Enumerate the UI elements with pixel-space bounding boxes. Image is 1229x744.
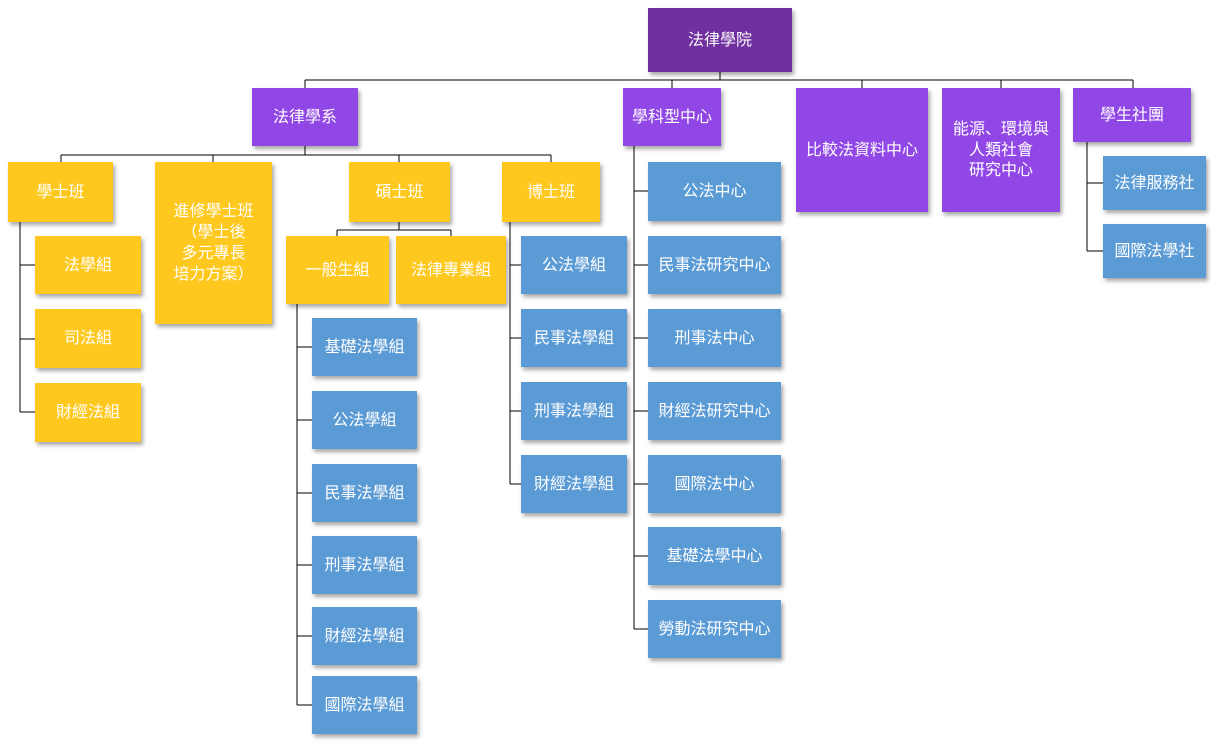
node-master-group: 公法學組 [312, 391, 417, 449]
node-energy-environment-center: 能源、環境與 人類社會 研究中心 [942, 88, 1060, 212]
node-master-general-track: 一般生組 [286, 236, 389, 304]
node-bachelor-program: 學士班 [8, 162, 113, 222]
node-bachelor-group: 法學組 [35, 236, 141, 294]
node-doctoral-group: 民事法學組 [521, 309, 627, 367]
node-master-group: 國際法學組 [312, 676, 417, 734]
node-center: 基礎法學中心 [648, 527, 781, 585]
node-club: 國際法學社 [1103, 224, 1206, 278]
node-center: 財經法研究中心 [648, 382, 781, 440]
node-law-department: 法律學系 [252, 88, 358, 146]
node-center: 民事法研究中心 [648, 236, 781, 294]
node-center: 刑事法中心 [648, 309, 781, 367]
node-doctoral-group: 公法學組 [521, 236, 627, 294]
node-student-clubs: 學生社團 [1073, 88, 1191, 142]
node-bachelor-group: 財經法組 [35, 383, 141, 442]
node-center: 國際法中心 [648, 455, 781, 513]
node-master-professional-track: 法律專業組 [396, 236, 506, 304]
node-continuing-bachelor-program: 進修學士班 （學士後 多元專長 培力方案） [155, 162, 272, 324]
node-doctoral-group: 刑事法學組 [521, 382, 627, 440]
node-club: 法律服務社 [1103, 156, 1206, 210]
node-center: 公法中心 [648, 162, 781, 221]
node-doctoral-group: 財經法學組 [521, 455, 627, 513]
node-center: 勞動法研究中心 [648, 600, 781, 658]
node-master-group: 財經法學組 [312, 607, 417, 665]
node-subject-centers: 學科型中心 [623, 88, 721, 146]
node-master-program: 碩士班 [349, 162, 450, 222]
node-master-group: 基礎法學組 [312, 318, 417, 376]
node-comparative-law-center: 比較法資料中心 [796, 88, 928, 212]
node-law-college: 法律學院 [648, 8, 792, 72]
node-master-group: 民事法學組 [312, 464, 417, 522]
node-doctoral-program: 博士班 [502, 162, 600, 222]
node-bachelor-group: 司法組 [35, 309, 141, 368]
node-master-group: 刑事法學組 [312, 536, 417, 594]
